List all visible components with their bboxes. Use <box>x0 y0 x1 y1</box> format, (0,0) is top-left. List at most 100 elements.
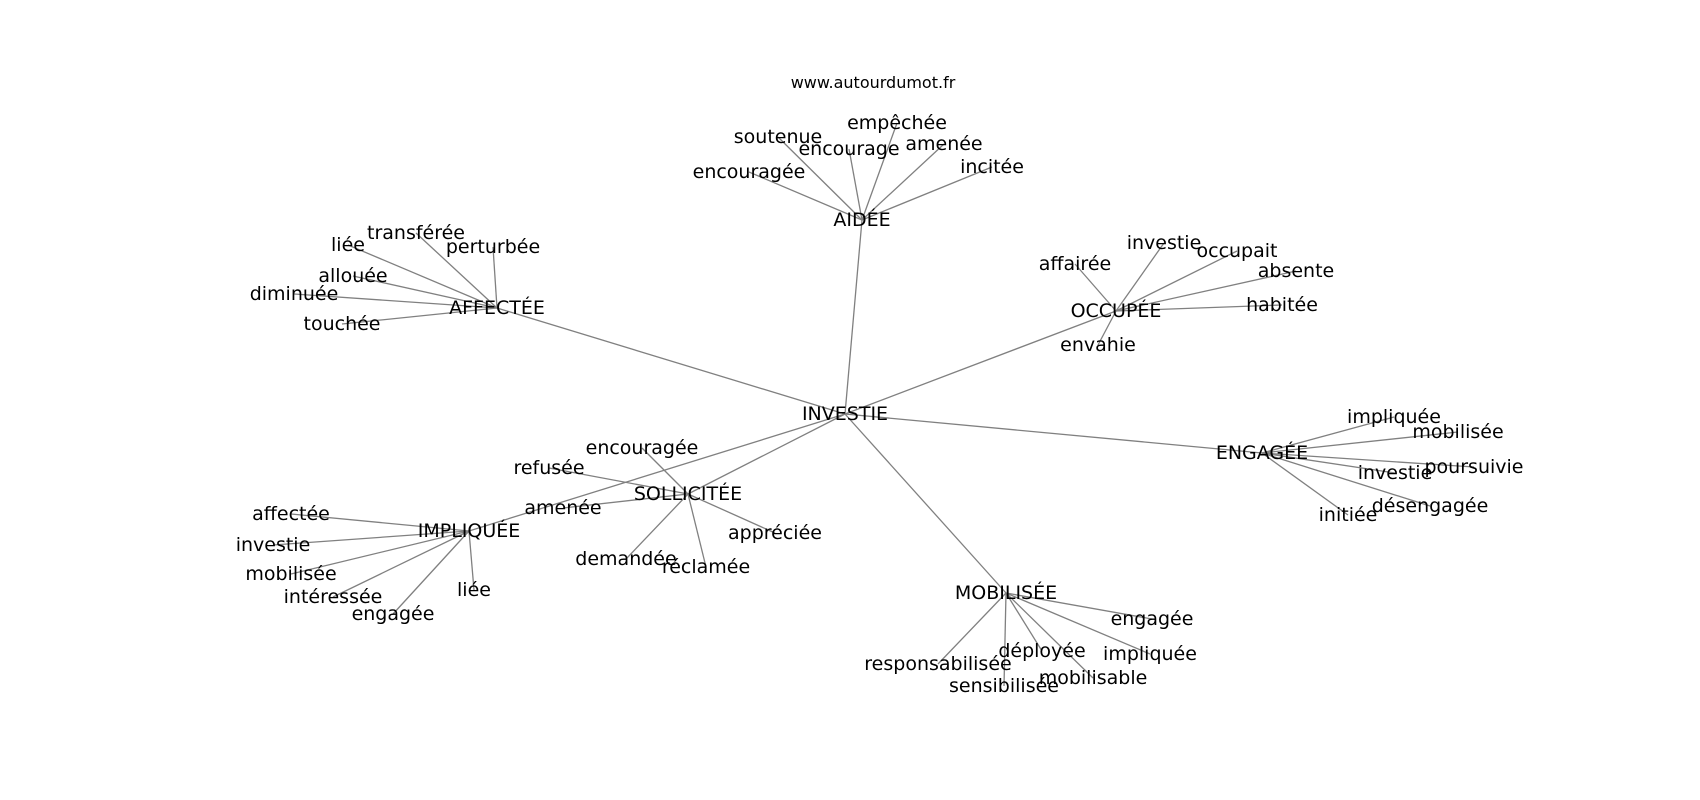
leaf-node-label[interactable]: demandée <box>575 548 676 570</box>
edge-hub-leaf <box>352 275 498 309</box>
leaf-node-label[interactable]: impliquée <box>1347 406 1441 428</box>
leaf-node-label[interactable]: affectée <box>252 503 330 525</box>
edge-hub-leaf <box>641 447 689 495</box>
edge-hub-leaf <box>290 530 470 575</box>
leaf-node-label[interactable]: transférée <box>367 222 465 244</box>
edge-hub-leaf <box>290 513 470 532</box>
edge-hub-leaf <box>777 136 863 221</box>
leaf-node-label[interactable]: investie <box>236 534 311 556</box>
edge-hub-leaf <box>1261 452 1475 468</box>
hub-node-label[interactable]: OCCUPÉE <box>1071 299 1162 322</box>
edge-hub-leaf <box>415 232 498 309</box>
site-credit[interactable]: www.autourdumot.fr <box>791 73 956 92</box>
hub-node-label[interactable]: SOLLICITÉE <box>634 482 742 505</box>
edge-hub-leaf <box>1097 310 1117 346</box>
edge-hub-leaf <box>1261 416 1395 454</box>
edge-hub-leaf <box>392 530 470 615</box>
edge-center-hub <box>468 413 846 532</box>
leaf-node-label[interactable]: refusée <box>513 457 584 479</box>
edge-hub-leaf <box>1003 592 1007 687</box>
leaf-node-label[interactable]: investie <box>1127 232 1202 254</box>
leaf-node-label[interactable]: absente <box>1258 260 1334 282</box>
leaf-node-label[interactable]: habitée <box>1246 294 1318 316</box>
edge-hub-leaf <box>1261 452 1349 516</box>
edge-hub-leaf <box>937 592 1007 665</box>
edge-hub-leaf <box>347 244 498 309</box>
edge-hub-leaf <box>1115 242 1165 312</box>
leaf-node-label[interactable]: allouée <box>318 265 387 287</box>
leaf-node-label[interactable]: appréciée <box>728 522 822 544</box>
edge-hub-leaf <box>1074 263 1117 312</box>
leaf-node-label[interactable]: touchée <box>304 313 381 335</box>
leaf-node-label[interactable]: désengagée <box>1372 495 1489 517</box>
hub-node-label[interactable]: AFFECTÉE <box>449 296 545 319</box>
leaf-node-label[interactable]: perturbée <box>446 236 540 258</box>
edge-hub-leaf <box>1115 250 1238 312</box>
edge-center-hub <box>844 413 1007 594</box>
leaf-node-label[interactable]: encouragée <box>693 161 806 183</box>
edge-hub-leaf <box>1261 452 1396 474</box>
edge-center-hub <box>687 413 846 495</box>
hub-node-label[interactable]: IMPLIQUÉE <box>418 519 521 542</box>
leaf-node-label[interactable]: responsabilisée <box>864 653 1011 675</box>
edge-hub-leaf <box>332 530 470 598</box>
leaf-node-label[interactable]: empêchée <box>847 112 947 134</box>
edge-hub-leaf <box>272 530 470 546</box>
leaf-node-label[interactable]: mobilisable <box>1039 667 1148 689</box>
leaf-node-label[interactable]: incitée <box>960 156 1024 178</box>
leaf-node-label[interactable]: encouragée <box>586 437 699 459</box>
edge-center-hub <box>844 310 1117 415</box>
edge-hub-leaf <box>861 166 993 221</box>
edge-hub-leaf <box>341 307 498 325</box>
leaf-node-label[interactable]: liée <box>457 579 491 601</box>
leaf-node-label[interactable]: affairée <box>1039 253 1111 275</box>
edge-hub-leaf <box>748 171 863 221</box>
hub-node-label[interactable]: MOBILISÉE <box>955 581 1057 604</box>
leaf-node-label[interactable]: poursuivie <box>1425 456 1524 478</box>
edge-hub-leaf <box>1115 304 1283 312</box>
leaf-node-label[interactable]: engagée <box>1111 608 1194 630</box>
center-node-label[interactable]: INVESTIE <box>802 403 888 425</box>
leaf-node-label[interactable]: sensibilisée <box>949 675 1059 697</box>
leaf-node-label[interactable]: occupait <box>1197 240 1278 262</box>
edge-hub-leaf <box>1005 592 1043 652</box>
edge-hub-leaf <box>468 530 475 591</box>
leaf-node-label[interactable]: amenée <box>905 133 982 155</box>
leaf-node-label[interactable]: mobilisée <box>1412 421 1503 443</box>
leaf-node-label[interactable]: intéressée <box>284 586 383 608</box>
leaf-node-label[interactable]: encourage <box>798 138 899 160</box>
edge-hub-leaf <box>492 246 498 309</box>
edge-hub-leaf <box>687 493 776 534</box>
leaf-node-label[interactable]: investie <box>1358 462 1433 484</box>
leaf-node-label[interactable]: déployée <box>998 640 1085 662</box>
edge-hub-leaf <box>1005 592 1153 620</box>
edge-hub-leaf <box>687 493 707 568</box>
edge-hub-leaf <box>293 293 498 309</box>
leaf-node-label[interactable]: envahie <box>1060 334 1136 356</box>
leaf-node-label[interactable]: impliquée <box>1103 643 1197 665</box>
leaf-node-label[interactable]: diminuée <box>250 283 339 305</box>
leaf-node-label[interactable]: mobilisée <box>245 563 336 585</box>
edge-hub-leaf <box>625 493 689 560</box>
leaf-node-label[interactable]: amenée <box>524 497 601 519</box>
edge-center-hub <box>844 219 863 415</box>
edge-center-hub <box>496 307 846 415</box>
edge-hub-leaf <box>1115 270 1297 312</box>
graph-edges <box>272 122 1475 687</box>
graph-labels: www.autourdumot.fr INVESTIE AIDÉE soutenue… <box>236 73 1524 697</box>
edge-hub-leaf <box>1261 431 1459 454</box>
leaf-node-label[interactable]: réclamée <box>662 556 750 578</box>
edge-center-hub <box>844 413 1263 454</box>
edge-hub-leaf <box>548 467 689 495</box>
leaf-node-label[interactable]: soutenue <box>734 126 822 148</box>
leaf-node-label[interactable]: liée <box>331 234 365 256</box>
edge-hub-leaf <box>861 122 898 221</box>
hub-node-label[interactable]: ENGAGÉE <box>1216 441 1308 464</box>
hub-node-label[interactable]: AIDÉE <box>833 208 890 231</box>
leaf-node-label[interactable]: initiée <box>1319 504 1378 526</box>
edge-hub-leaf <box>562 493 689 509</box>
leaf-node-label[interactable]: engagée <box>352 603 435 625</box>
edge-hub-leaf <box>1005 592 1151 655</box>
edge-hub-leaf <box>1005 592 1094 679</box>
